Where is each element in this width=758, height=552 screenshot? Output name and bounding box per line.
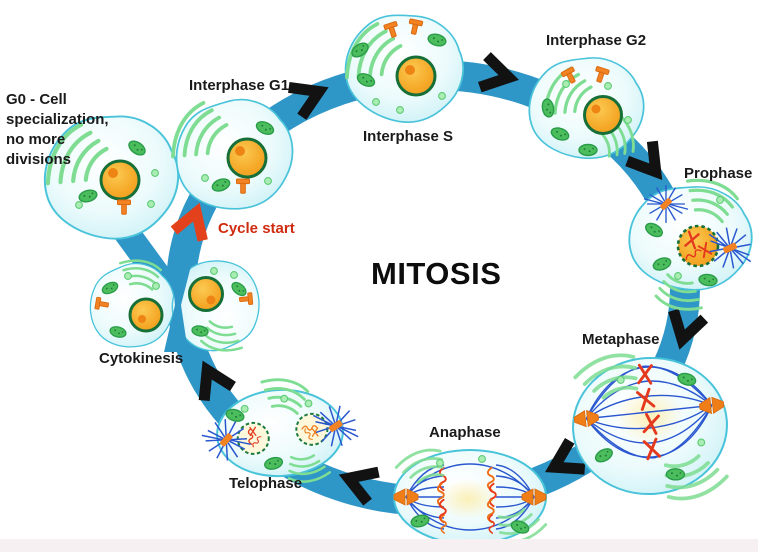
label-prophase: Prophase: [684, 165, 753, 182]
ribosome-dot: [152, 282, 160, 290]
label-interphase-g2: Interphase G2: [546, 32, 647, 49]
cytoplasm-glow: [438, 479, 498, 519]
mitochondrion: [665, 467, 686, 481]
nucleolus: [405, 65, 415, 75]
diagram-title: MITOSIS: [371, 256, 502, 291]
ribosome-dot: [716, 196, 724, 204]
cell-prophase: [623, 171, 758, 320]
ribosome-dot: [201, 174, 209, 182]
ribosome-dot: [264, 177, 272, 185]
ribosome-dot: [210, 267, 218, 275]
g0-note-line: divisions: [6, 151, 72, 168]
cytokinesis-left-lobe: [81, 249, 184, 356]
label-anaphase: Anaphase: [429, 424, 501, 441]
nucleolus: [206, 295, 216, 305]
ribosome-dot: [616, 375, 625, 385]
ribosome-dot: [372, 98, 380, 106]
ribosome-dot: [604, 82, 612, 90]
ribosome-dot: [124, 272, 132, 280]
ribosome-dot: [624, 116, 632, 124]
ribosome-dot: [230, 271, 238, 279]
ribosome-dot: [562, 80, 570, 88]
ribosome-dot: [240, 404, 249, 413]
ribosome-dot: [396, 106, 404, 114]
nucleus: [583, 95, 623, 135]
g0-note-line: no more: [6, 131, 66, 148]
nucleolus: [138, 315, 146, 323]
label-metaphase: Metaphase: [582, 331, 660, 348]
spindle-fibers: [573, 363, 725, 461]
g0-note: G0 - Cell specialization, no more divisi…: [6, 90, 109, 170]
ribosome-dot: [75, 201, 83, 209]
label-telophase: Telophase: [229, 475, 303, 492]
ribosome-dot: [478, 455, 486, 463]
label-cycle-start: Cycle start: [218, 220, 295, 237]
nucleus: [226, 137, 268, 179]
cell-cytokinesis: [81, 249, 269, 362]
ribosome-dot: [436, 459, 444, 467]
cell-g0: [36, 105, 187, 248]
cell-telophase: [200, 368, 365, 496]
label-interphase-g1: Interphase G1: [189, 77, 290, 94]
nucleus: [128, 297, 164, 333]
ribosome-dot: [438, 92, 446, 100]
cell-anaphase: [393, 434, 548, 552]
ribosome-dot: [674, 272, 682, 280]
spindle-fibers: [405, 463, 535, 531]
nucleus: [188, 276, 224, 312]
cell-metaphase: [572, 335, 729, 519]
ribosome-dot: [697, 438, 706, 447]
ribosome-dot: [147, 200, 155, 208]
nucleolus: [108, 168, 118, 178]
nucleus: [395, 55, 437, 97]
g0-note-line: G0 - Cell: [6, 91, 67, 108]
ribosome-dot: [280, 394, 289, 403]
ribosome-dot: [304, 399, 313, 408]
cytoplasm-glow: [615, 387, 684, 445]
bottom-strip: [0, 539, 758, 552]
nucleolus: [235, 146, 245, 156]
cell-interphase-g2: [525, 52, 648, 168]
cytokinesis-right-lobe: [162, 252, 269, 362]
ribosome-dot: [151, 169, 159, 177]
cleavage-band-segment: [164, 254, 194, 352]
mitochondrion: [578, 143, 598, 157]
label-interphase-s: Interphase S: [363, 128, 454, 145]
label-cytokinesis: Cytokinesis: [99, 350, 184, 367]
cell-interphase-g1: [169, 93, 300, 216]
cell-interphase-s: [334, 0, 476, 135]
nucleolus: [591, 104, 601, 114]
g0-note-line: specialization,: [6, 111, 109, 128]
